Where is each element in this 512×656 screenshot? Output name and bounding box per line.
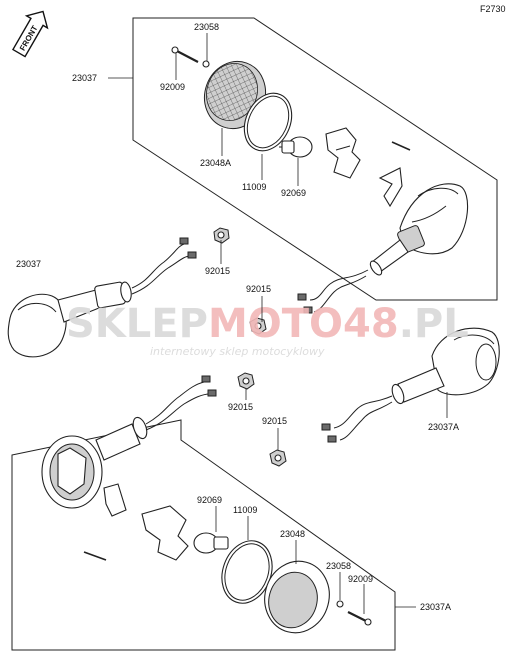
label-92069-bottom: 92069: [197, 495, 222, 505]
label-92015-d: 92015: [262, 416, 287, 426]
label-92015-b: 92015: [246, 284, 271, 294]
label-92009-bottom: 92009: [348, 574, 373, 584]
nut-92015-a: [213, 227, 230, 244]
wire-harness-left: [131, 237, 197, 295]
washer-23058-bottom: [336, 600, 344, 608]
label-23037A-right: 23037A: [428, 422, 459, 432]
assembly-frame-top: [132, 17, 498, 301]
assembly-frame-bottom: [11, 419, 396, 651]
label-23058-top: 23058: [194, 22, 219, 32]
label-92009-top: 92009: [160, 82, 185, 92]
wire-harness-bottom-left: [145, 375, 217, 431]
turn-signal-housing-bottom-left: [41, 416, 148, 509]
label-92069-top: 92069: [281, 188, 306, 198]
washer-23058-top: [202, 60, 210, 68]
turn-signal-housing-top-right: [369, 183, 469, 276]
watermark: SKLEPMOTO48.PL internetowy sklep motocyk…: [66, 301, 469, 358]
socket-bracket-bottom: [141, 505, 189, 561]
label-23037A-bottom: 23037A: [420, 602, 451, 612]
label-92015-c: 92015: [228, 402, 253, 412]
wire-harness-top-right: [297, 269, 369, 314]
screw-92009-top: [171, 46, 199, 63]
watermark-main: SKLEPMOTO48.PL: [66, 301, 469, 347]
bulb-92069-top: [279, 136, 313, 158]
bulb-92069-bottom: [193, 532, 229, 554]
screw-92009-bottom: [347, 611, 372, 626]
label-23058-bottom: 23058: [326, 561, 351, 571]
label-23048A: 23048A: [200, 158, 231, 168]
label-92015-a: 92015: [205, 266, 230, 276]
label-23037-top: 23037: [72, 73, 97, 83]
watermark-subtitle: internetowy sklep motocyklowy: [150, 345, 325, 358]
screw-small-top: [391, 141, 411, 151]
clip-top: [378, 167, 403, 208]
nut-92015-c: [237, 372, 255, 390]
label-23048: 23048: [280, 529, 305, 539]
screw-small-bottom: [83, 551, 107, 561]
label-11009-top: 11009: [242, 182, 266, 192]
watermark-part-b: MOTO: [208, 301, 343, 347]
label-11009-bottom: 11009: [233, 505, 257, 515]
leader-lines: [108, 33, 448, 614]
label-23037-left: 23037: [16, 259, 41, 269]
turn-signal-housing-left: [7, 281, 132, 358]
wire-harness-right: [321, 395, 393, 443]
gasket-11009-top: [243, 92, 293, 152]
socket-bracket-top: [325, 127, 361, 179]
watermark-part-c: 48: [343, 301, 399, 347]
watermark-part-d: .PL: [399, 301, 469, 347]
lens-23048: [264, 560, 330, 634]
clip-bottom: [103, 483, 127, 517]
watermark-part-a: SKLEP: [66, 301, 208, 347]
turn-signal-housing-right: [391, 327, 500, 405]
front-arrow-icon: FRONT: [11, 10, 49, 58]
nut-92015-d: [269, 449, 287, 467]
diagram-code: F2730: [480, 4, 506, 14]
